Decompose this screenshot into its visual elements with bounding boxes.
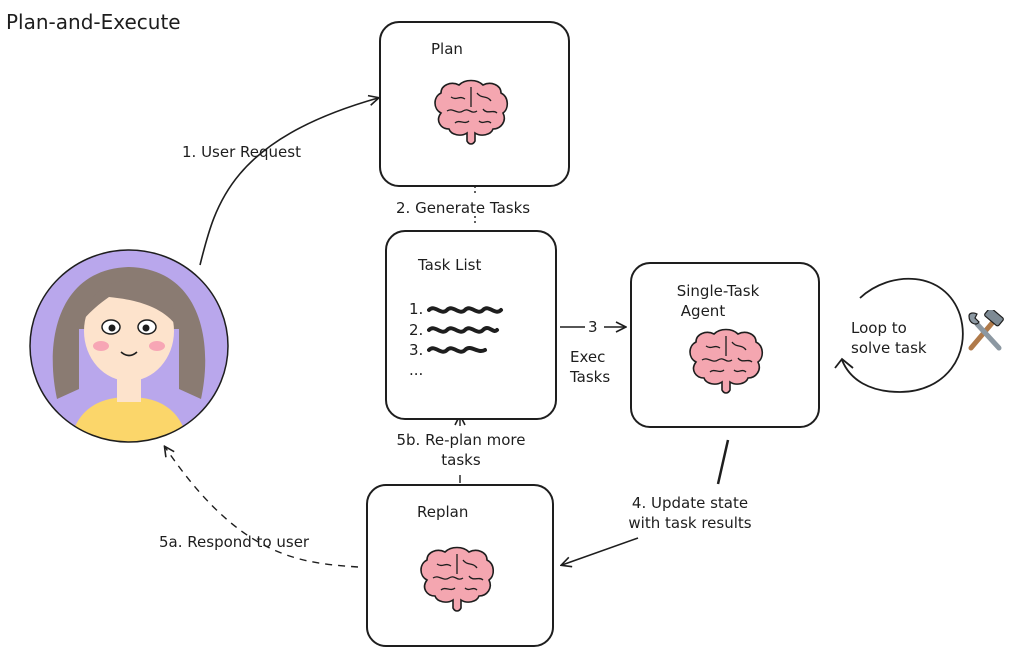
task-item-number: 2. (409, 321, 424, 339)
edge-label-exec-tasks: Exec Tasks (570, 348, 611, 386)
edge-label-respond: 5a. Respond to user (159, 533, 310, 551)
loop-arrowhead (834, 357, 854, 369)
user-avatar-icon (29, 249, 229, 444)
loop-circle (841, 277, 964, 393)
edge-label-generate-tasks: 2. Generate Tasks (396, 199, 531, 217)
plan-label: Plan (431, 40, 463, 58)
task-scribble (427, 326, 499, 334)
edge-label-exec-number: 3 (588, 318, 598, 336)
edge-update-a (716, 439, 730, 485)
agent-node: Single-Task Agent (630, 262, 820, 428)
task-item-number: ... (409, 361, 424, 379)
edge-respond (165, 447, 359, 568)
task-scribble (427, 306, 503, 314)
edge-update-b (562, 537, 639, 565)
diagram-title: Plan-and-Execute (6, 10, 181, 34)
agent-label: Single-Task Agent (676, 282, 760, 320)
plan-node: Plan (379, 21, 570, 187)
edge-label-update-state: 4. Update state with task results (628, 494, 752, 532)
brain-icon (429, 79, 513, 149)
replan-node: Replan (366, 484, 554, 647)
brain-icon (684, 328, 768, 398)
task-list-label: Task List (418, 256, 482, 274)
task-item-number: 3. (409, 341, 424, 359)
replan-label: Replan (417, 503, 469, 521)
edge-label-loop: Loop to solve task (851, 319, 927, 357)
task-list-node: Task List 1. 2. 3. ... (385, 230, 557, 420)
edge-label-user-request: 1. User Request (182, 143, 301, 161)
task-scribble (427, 346, 487, 354)
task-item-number: 1. (409, 300, 424, 318)
edge-user-request (199, 98, 378, 266)
brain-icon (415, 546, 499, 616)
edge-label-replan-more: 5b. Re-plan more tasks (396, 431, 526, 469)
hammer-wrench-icon (965, 307, 1005, 356)
task-scribbles (427, 306, 503, 354)
